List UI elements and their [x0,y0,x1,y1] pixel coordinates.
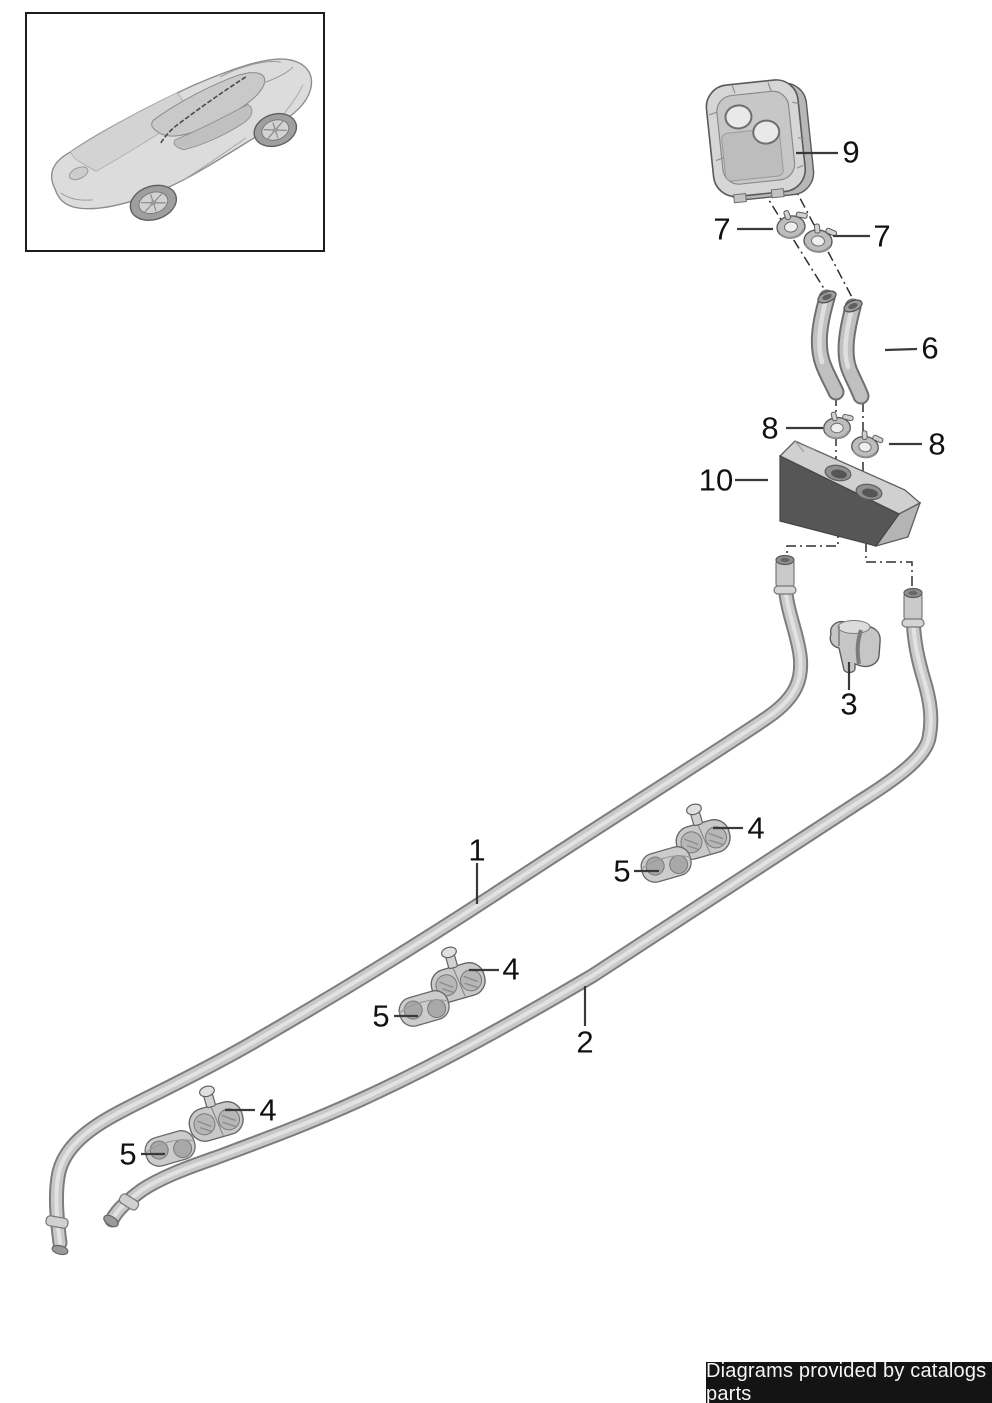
callout-7-right[interactable]: 7 [873,218,891,254]
callout-2[interactable]: 2 [576,1024,594,1060]
insulation-block-part-10 [778,440,922,548]
callout-7-left[interactable]: 7 [713,211,731,247]
hose-clamp-8-right [849,427,886,461]
callout-5-middle[interactable]: 5 [372,998,390,1034]
hose-clamp-8-left [821,409,856,441]
vehicle-isometric-icon [50,58,313,221]
retaining-clip-part-3 [829,620,881,674]
holder-part-5-middle [395,987,453,1030]
vehicle-thumbnail [25,12,325,252]
callout-4-middle[interactable]: 4 [502,951,520,987]
heater-box-part-9 [705,79,815,204]
car-body [50,58,313,210]
footer-credit-text: Diagrams provided by catalogs parts [706,1359,987,1403]
callout-4-lower[interactable]: 4 [259,1092,277,1128]
callout-10[interactable]: 10 [698,462,734,498]
callout-5-lower[interactable]: 5 [119,1136,137,1172]
callout-3[interactable]: 3 [840,686,858,722]
hose-pair-part-6 [810,289,870,405]
callout-8-left[interactable]: 8 [761,410,779,446]
callout-1[interactable]: 1 [468,832,486,868]
callout-5-upper[interactable]: 5 [613,853,631,889]
heater-pipe-part-2 [103,587,939,1228]
footer-credit-bar: Diagrams provided by catalogs parts [706,1359,992,1403]
car-front-wheel [129,184,178,221]
callout-6[interactable]: 6 [921,330,939,366]
heater-pipe-part-1 [45,554,809,1256]
callout-9[interactable]: 9 [842,134,860,170]
callout-8-right[interactable]: 8 [928,426,946,462]
hose-clamp-7-right [801,221,839,255]
holder-part-5-upper [637,843,695,886]
callout-leader-lines [141,151,922,1156]
car-rear-wheel [253,112,298,148]
callout-4-upper[interactable]: 4 [747,810,765,846]
